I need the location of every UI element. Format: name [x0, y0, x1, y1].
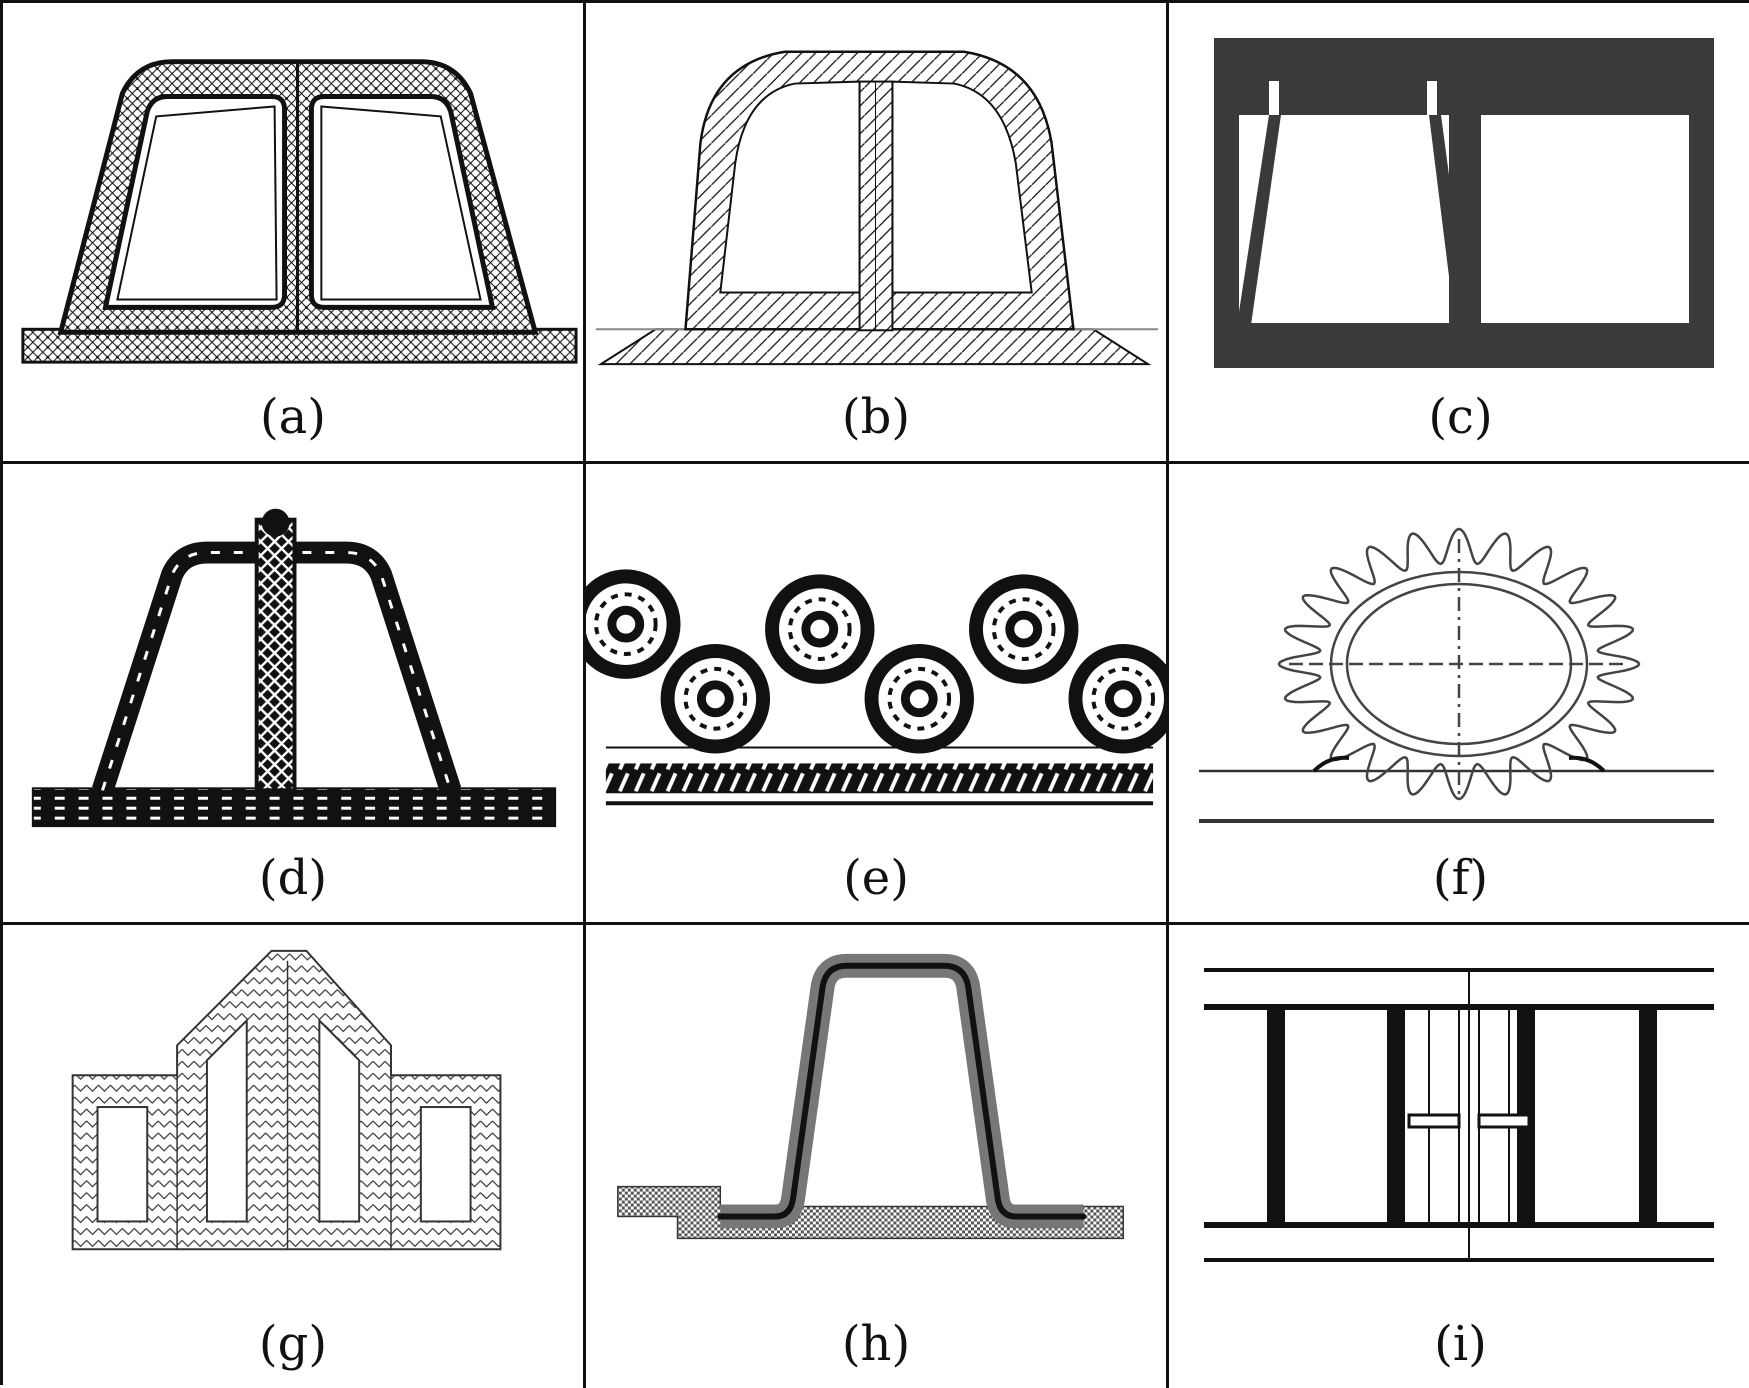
panel-e: (e)	[586, 464, 1169, 925]
panel-a: (a)	[3, 3, 586, 464]
i-beam-double-wall-diagram	[1204, 968, 1714, 1262]
double-cell-stiffener-diagram	[21, 59, 578, 364]
tube-ring-5	[969, 574, 1079, 684]
tube-ring-6	[1068, 644, 1166, 754]
tubular-ring-stiffener-diagram	[586, 569, 1166, 806]
tube-ring-2	[660, 644, 771, 754]
panel-g: (g)	[3, 925, 586, 1388]
panel-label: (c)	[1428, 389, 1493, 445]
panel-i: (i)	[1169, 925, 1749, 1388]
peaked-multicell-section-diagram	[71, 949, 502, 1251]
tube-ring-3	[765, 574, 875, 684]
tube-ring-1	[586, 569, 681, 679]
corrugated-ellipse-diagram	[1199, 527, 1714, 823]
box-frame-diagonal-brace-diagram	[1214, 38, 1714, 368]
panel-f: (f)	[1169, 464, 1749, 925]
panel-label: (f)	[1432, 850, 1489, 906]
panel-label: (e)	[843, 850, 909, 906]
panel-label: (a)	[259, 389, 327, 445]
panel-label: (h)	[841, 1316, 911, 1372]
hat-stepped-base-diagram	[617, 953, 1124, 1240]
panel-label: (b)	[841, 389, 911, 445]
panel-label: (i)	[1434, 1316, 1487, 1372]
hat-lattice-web-diagram	[31, 508, 557, 828]
panel-b: (b)	[586, 3, 1169, 464]
panel-c: (c)	[1169, 3, 1749, 464]
panel-h: (h)	[586, 925, 1169, 1388]
panel-d: (d)	[3, 464, 586, 925]
arched-hat-i-web-diagram	[595, 50, 1159, 366]
panel-label: (d)	[258, 850, 328, 906]
panel-label: (g)	[258, 1316, 328, 1372]
tube-ring-4	[864, 644, 974, 754]
